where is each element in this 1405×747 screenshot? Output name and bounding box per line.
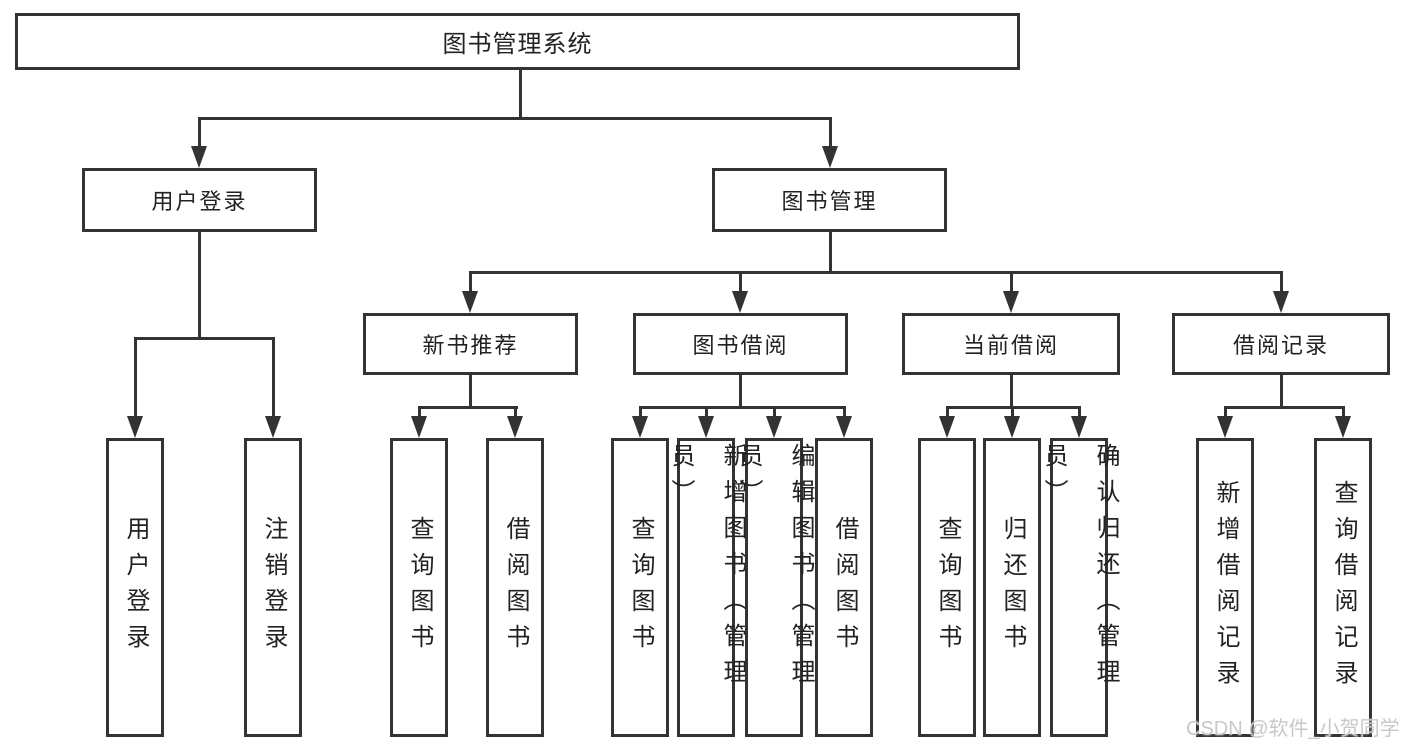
connector-line bbox=[829, 232, 832, 274]
node-label: 用户登录 bbox=[122, 515, 149, 660]
arrowhead-icon bbox=[127, 416, 143, 438]
arrowhead-icon bbox=[1004, 416, 1020, 438]
connector-line bbox=[639, 406, 642, 418]
arrowhead-icon bbox=[1071, 416, 1087, 438]
node-label: 新书推荐 bbox=[422, 333, 519, 358]
node-label: 图书借阅 bbox=[692, 333, 789, 358]
arrowhead-icon bbox=[462, 291, 478, 313]
connector-line bbox=[198, 117, 201, 149]
arrowhead-icon bbox=[191, 146, 207, 168]
arrowhead-icon bbox=[822, 146, 838, 168]
connector-line bbox=[469, 375, 472, 409]
arrowhead-icon bbox=[1273, 291, 1289, 313]
node-label: 借阅图书 bbox=[831, 515, 858, 660]
arrowhead-icon bbox=[507, 416, 523, 438]
connector-line bbox=[519, 70, 522, 118]
connector-line bbox=[946, 406, 949, 418]
node-label: 查询图书 bbox=[627, 515, 654, 660]
node-book-borrow: 图书借阅 bbox=[633, 313, 848, 375]
node-leaf-query-book-2: 查询图书 bbox=[611, 438, 669, 737]
connector-line bbox=[1011, 406, 1014, 418]
arrowhead-icon bbox=[265, 416, 281, 438]
connector-line bbox=[639, 406, 846, 409]
connector-line bbox=[469, 271, 472, 295]
connector-line bbox=[829, 117, 832, 149]
arrowhead-icon bbox=[1217, 416, 1233, 438]
connector-line bbox=[1078, 406, 1081, 418]
node-label: 新增借阅记录 bbox=[1212, 479, 1239, 696]
connector-line bbox=[469, 271, 1283, 274]
connector-line bbox=[514, 406, 517, 418]
node-leaf-borrow-book-1: 借阅图书 bbox=[486, 438, 544, 737]
connector-line bbox=[773, 406, 776, 418]
connector-line bbox=[1280, 375, 1283, 409]
arrowhead-icon bbox=[766, 416, 782, 438]
node-label: 图书管理 bbox=[781, 189, 878, 214]
arrowhead-icon bbox=[1335, 416, 1351, 438]
connector-line bbox=[1224, 406, 1227, 418]
node-new-book-recommend: 新书推荐 bbox=[363, 313, 578, 375]
node-label: 用户登录 bbox=[151, 189, 248, 214]
node-book-management: 图书管理 bbox=[712, 168, 947, 232]
node-borrow-records: 借阅记录 bbox=[1172, 313, 1390, 375]
node-leaf-add-borrow-record: 新增借阅记录 bbox=[1196, 438, 1254, 737]
node-leaf-return-book: 归还图书 bbox=[983, 438, 1041, 737]
node-leaf-logout: 注销登录 bbox=[244, 438, 302, 737]
node-label: 归还图书 bbox=[999, 515, 1026, 660]
node-label: 借阅记录 bbox=[1232, 333, 1329, 358]
node-label: 确认归还（管理员） bbox=[1040, 442, 1119, 695]
connector-line bbox=[134, 337, 275, 340]
node-label: 注销登录 bbox=[260, 515, 287, 660]
arrowhead-icon bbox=[1003, 291, 1019, 313]
node-current-borrow: 当前借阅 bbox=[902, 313, 1120, 375]
node-label: 当前借阅 bbox=[962, 333, 1059, 358]
arrowhead-icon bbox=[732, 291, 748, 313]
csdn-watermark: CSDN @软件_小贺同学 bbox=[1186, 718, 1400, 740]
connector-line bbox=[198, 232, 201, 340]
node-leaf-edit-book-admin: 编辑图书（管理员） bbox=[735, 438, 814, 737]
node-leaf-add-book-admin: 新增图书（管理员） bbox=[667, 438, 746, 737]
connector-line bbox=[1342, 406, 1345, 418]
node-label: 查询借阅记录 bbox=[1330, 479, 1357, 696]
node-user-login: 用户登录 bbox=[82, 168, 317, 232]
connector-line bbox=[1280, 271, 1283, 295]
node-leaf-query-borrow-record: 查询借阅记录 bbox=[1314, 438, 1372, 737]
connector-line bbox=[418, 406, 421, 418]
connector-line bbox=[1224, 406, 1344, 409]
node-leaf-confirm-return-admin: 确认归还（管理员） bbox=[1040, 438, 1119, 737]
connector-line bbox=[272, 337, 275, 419]
arrowhead-icon bbox=[939, 416, 955, 438]
connector-line bbox=[134, 337, 137, 419]
arrowhead-icon bbox=[411, 416, 427, 438]
connector-line bbox=[198, 117, 832, 120]
node-leaf-borrow-book-2: 借阅图书 bbox=[815, 438, 873, 737]
arrowhead-icon bbox=[836, 416, 852, 438]
node-label: 新增图书（管理员） bbox=[667, 442, 746, 695]
arrowhead-icon bbox=[632, 416, 648, 438]
node-label: 查询图书 bbox=[406, 515, 433, 660]
connector-line bbox=[739, 271, 742, 295]
connector-line bbox=[1010, 271, 1013, 295]
connector-line bbox=[739, 375, 742, 409]
node-leaf-query-book-3: 查询图书 bbox=[918, 438, 976, 737]
connector-line bbox=[418, 406, 518, 409]
node-leaf-query-book-1: 查询图书 bbox=[390, 438, 448, 737]
node-label: 图书管理系统 bbox=[442, 31, 593, 58]
connector-line bbox=[1010, 375, 1013, 409]
node-label: 查询图书 bbox=[934, 515, 961, 660]
connector-line bbox=[843, 406, 846, 418]
node-label: 借阅图书 bbox=[502, 515, 529, 660]
node-leaf-user-login: 用户登录 bbox=[106, 438, 164, 737]
node-library-management-system: 图书管理系统 bbox=[15, 13, 1020, 70]
arrowhead-icon bbox=[698, 416, 714, 438]
node-label: 编辑图书（管理员） bbox=[735, 442, 814, 695]
connector-line bbox=[705, 406, 708, 418]
